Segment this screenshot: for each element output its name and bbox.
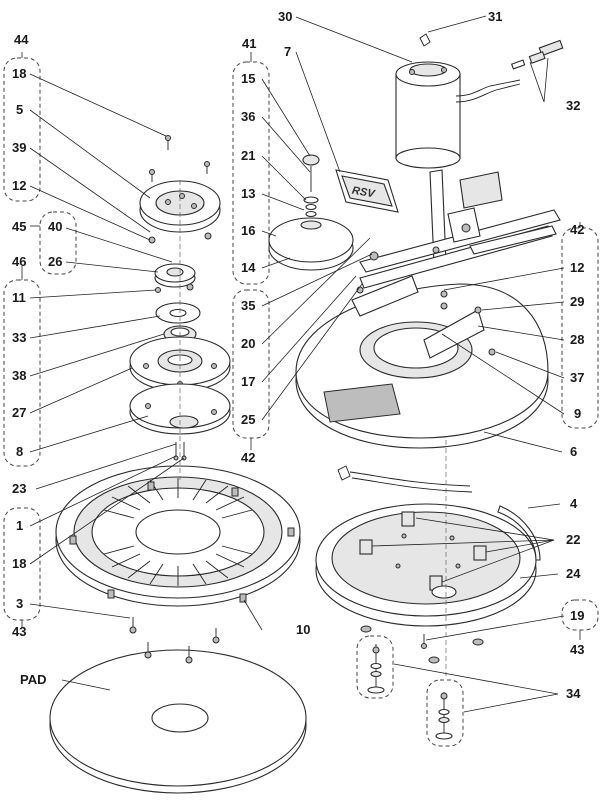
pad-screws	[129, 617, 220, 664]
callout-40: 40	[48, 219, 62, 234]
callout-12-right: 12	[570, 260, 584, 275]
cover-stack-41	[268, 154, 354, 271]
callout-28: 28	[570, 332, 584, 347]
motor-30	[395, 61, 521, 169]
dampers-22	[359, 511, 487, 591]
callout-43-right: 43	[570, 642, 584, 657]
pad-driver-clips	[69, 481, 295, 603]
callout-34: 34	[566, 686, 581, 701]
callout-labels: 44 18 5 39 12 45 40 26 46 11 33 38 27 8 …	[12, 9, 584, 701]
callout-11: 11	[12, 290, 26, 305]
callout-3: 3	[16, 596, 23, 611]
callout-42-left: 42	[241, 450, 255, 465]
bolt-stack-34b	[435, 692, 453, 740]
pad-driver-ribs	[103, 478, 253, 586]
callout-26: 26	[48, 254, 62, 269]
bolts-23	[173, 442, 187, 461]
callout-9: 9	[574, 406, 581, 421]
callout-22: 22	[566, 532, 580, 547]
callout-18: 18	[12, 66, 26, 81]
bolt-stack-34a	[367, 644, 385, 694]
callout-32: 32	[566, 98, 580, 113]
callout-36: 36	[241, 109, 255, 124]
callout-6: 6	[570, 444, 577, 459]
decal-text: RSV	[351, 185, 377, 201]
group-outlines	[3, 52, 599, 747]
callout-24: 24	[566, 566, 581, 581]
callout-38: 38	[12, 368, 26, 383]
callout-20: 20	[241, 336, 255, 351]
callout-16: 16	[241, 223, 255, 238]
skirt-24	[315, 465, 541, 627]
hub-cap-26	[154, 263, 196, 293]
callout-25: 25	[241, 412, 255, 427]
callout-5: 5	[16, 102, 23, 117]
hardware-19	[360, 625, 484, 664]
screw-18	[148, 135, 212, 244]
callout-1: 1	[16, 518, 23, 533]
callout-pad: PAD	[20, 672, 46, 687]
callout-30: 30	[278, 9, 292, 24]
callout-15: 15	[241, 71, 255, 86]
pad-driver	[55, 465, 301, 607]
callout-43-left: 43	[12, 624, 26, 639]
connectors-32	[510, 39, 564, 70]
base-housing-6	[295, 251, 549, 449]
callout-4: 4	[570, 496, 578, 511]
callout-8: 8	[16, 444, 23, 459]
callout-14: 14	[241, 260, 256, 275]
callout-13: 13	[241, 186, 255, 201]
callout-45: 45	[12, 219, 26, 234]
leader-lines	[29, 15, 565, 713]
callout-23: 23	[12, 481, 26, 496]
callout-12: 12	[12, 178, 26, 193]
callout-29: 29	[570, 294, 584, 309]
callout-21: 21	[241, 148, 255, 163]
callout-31: 31	[488, 9, 502, 24]
callout-44: 44	[14, 32, 29, 47]
callout-17: 17	[241, 374, 255, 389]
callout-7: 7	[284, 44, 291, 59]
callout-18-lower: 18	[12, 556, 26, 571]
callout-33: 33	[12, 330, 26, 345]
callout-37: 37	[570, 370, 584, 385]
decal-7: RSV	[335, 169, 399, 213]
clip-31	[419, 33, 431, 47]
callout-27: 27	[12, 405, 26, 420]
callout-46: 46	[12, 254, 26, 269]
pad-disc	[49, 617, 307, 794]
callout-41: 41	[242, 36, 256, 51]
callout-35: 35	[241, 298, 255, 313]
callout-42-right: 42	[570, 222, 584, 237]
handle-bracket	[359, 169, 561, 289]
callout-19: 19	[570, 608, 584, 623]
washer-33	[155, 302, 201, 324]
callout-10: 10	[296, 622, 310, 637]
callout-39: 39	[12, 140, 26, 155]
